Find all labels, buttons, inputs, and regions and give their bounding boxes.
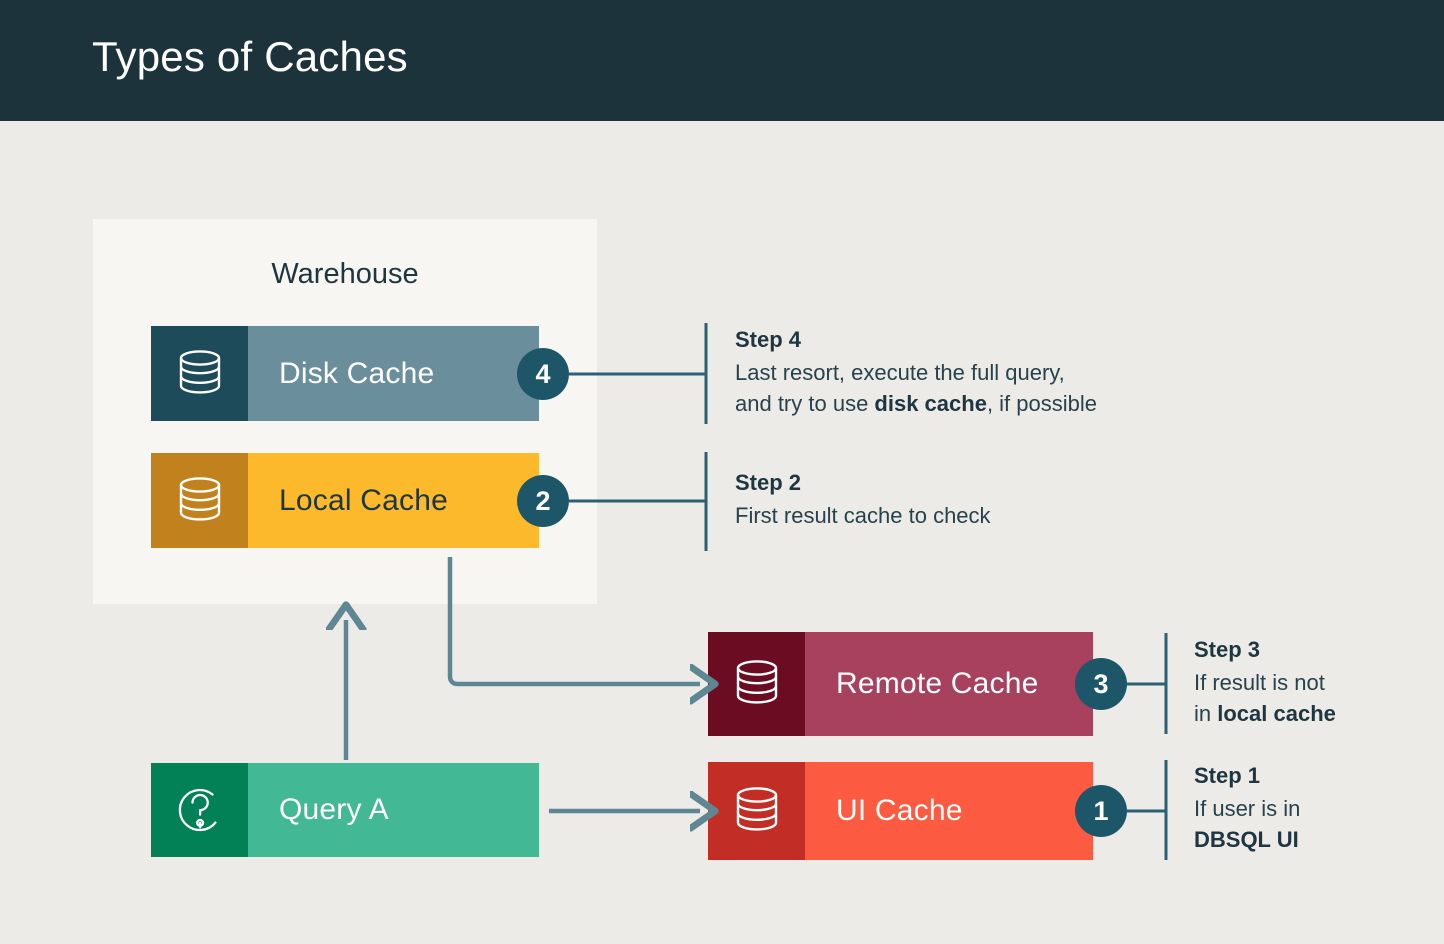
step-line-1: If user is in [1194, 795, 1301, 821]
step-title: Step 4 [735, 327, 802, 352]
step-badge-2[interactable]: 2 [517, 475, 569, 527]
step-badge-number: 2 [535, 485, 551, 516]
page-title: Types of Caches [92, 33, 408, 80]
step-line-1: First result cache to check [735, 502, 991, 528]
step-badge-number: 4 [535, 358, 551, 389]
step-title: Step 3 [1194, 637, 1261, 662]
step-title: Step 1 [1194, 763, 1261, 788]
step-description-1: Step 1 If user is in DBSQL UI [1194, 762, 1300, 855]
node-local-cache-body: Local Cache [248, 453, 539, 548]
page-header: Types of Caches [0, 0, 1444, 121]
database-icon [708, 762, 805, 860]
step-line-2-prefix: in [1194, 700, 1218, 726]
node-query-a-body: Query A [248, 763, 539, 857]
node-label: UI Cache [836, 794, 963, 827]
step-badge-1[interactable]: 1 [1075, 785, 1127, 837]
node-label: Disk Cache [279, 356, 435, 390]
step-description-4: Step 4 Last resort, execute the full que… [735, 326, 1097, 419]
database-icon [151, 326, 248, 421]
node-ui-cache-body: UI Cache [805, 762, 1093, 860]
step-line-2: DBSQL UI [1194, 824, 1300, 855]
step-line-1: If result is not [1194, 669, 1325, 695]
step-badge-4[interactable]: 4 [517, 348, 569, 400]
leader-step-3 [1127, 633, 1168, 734]
node-remote-cache[interactable]: Remote Cache [708, 632, 1093, 736]
node-label: Remote Cache [836, 667, 1039, 700]
node-disk-cache[interactable]: Disk Cache [151, 326, 539, 421]
step-description-3: Step 3 If result is not in local cache [1194, 636, 1336, 729]
node-query-a[interactable]: Query A [151, 763, 539, 857]
node-local-cache[interactable]: Local Cache [151, 453, 539, 548]
node-ui-cache[interactable]: UI Cache [708, 762, 1093, 860]
step-line-2-bold: DBSQL UI [1194, 826, 1299, 852]
step-badge-3[interactable]: 3 [1075, 658, 1127, 710]
node-label: Query A [279, 793, 389, 826]
step-title: Step 2 [735, 470, 802, 495]
node-remote-cache-body: Remote Cache [805, 632, 1093, 736]
step-line-2-bold: disk cache [874, 390, 987, 416]
step-line-2-bold: local cache [1217, 700, 1336, 726]
node-disk-cache-body: Disk Cache [248, 326, 539, 421]
step-line-2-prefix: and try to use [735, 390, 875, 416]
leader-step-1 [1127, 760, 1168, 860]
node-label: Local Cache [279, 483, 448, 517]
step-badge-number: 3 [1093, 668, 1109, 699]
warehouse-label: Warehouse [271, 258, 419, 290]
step-line-2-suffix: , if possible [986, 390, 1097, 416]
step-description-2: Step 2 First result cache to check [735, 469, 991, 531]
step-line-1: Last resort, execute the full query, [735, 359, 1065, 385]
question-mark-circle-icon [151, 763, 248, 857]
database-icon [708, 632, 805, 736]
step-line-2: and try to use disk cache, if possible [735, 388, 1097, 419]
step-line-2: in local cache [1194, 698, 1336, 729]
step-badge-number: 1 [1093, 795, 1109, 826]
database-icon [151, 453, 248, 548]
